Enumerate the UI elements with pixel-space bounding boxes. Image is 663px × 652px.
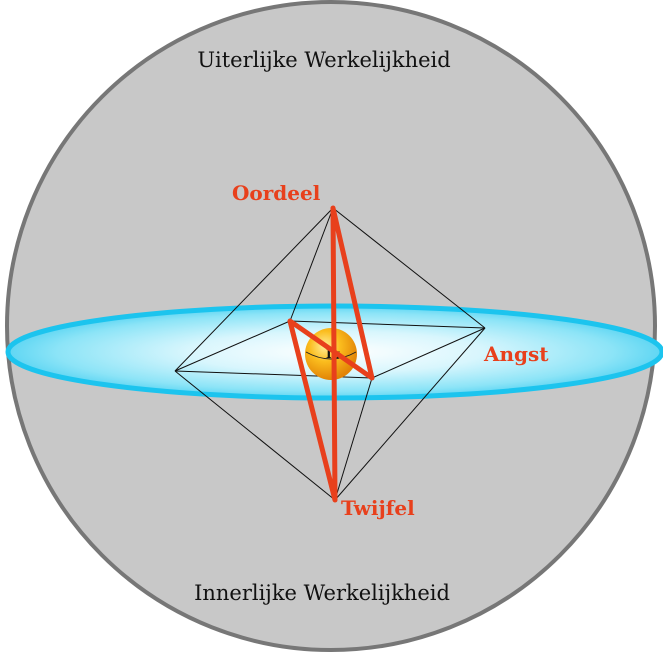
- outer-reality-label: Uiterlijke Werkelijkheid: [197, 48, 450, 72]
- judgement-label: Oordeel: [232, 181, 321, 205]
- fear-label: Angst: [483, 342, 549, 366]
- inner-reality-label: Innerlijke Werkelijkheid: [194, 581, 450, 605]
- judgement-fear-doubt-triangle: [287, 205, 375, 503]
- doubt-label: Twijfel: [341, 496, 415, 520]
